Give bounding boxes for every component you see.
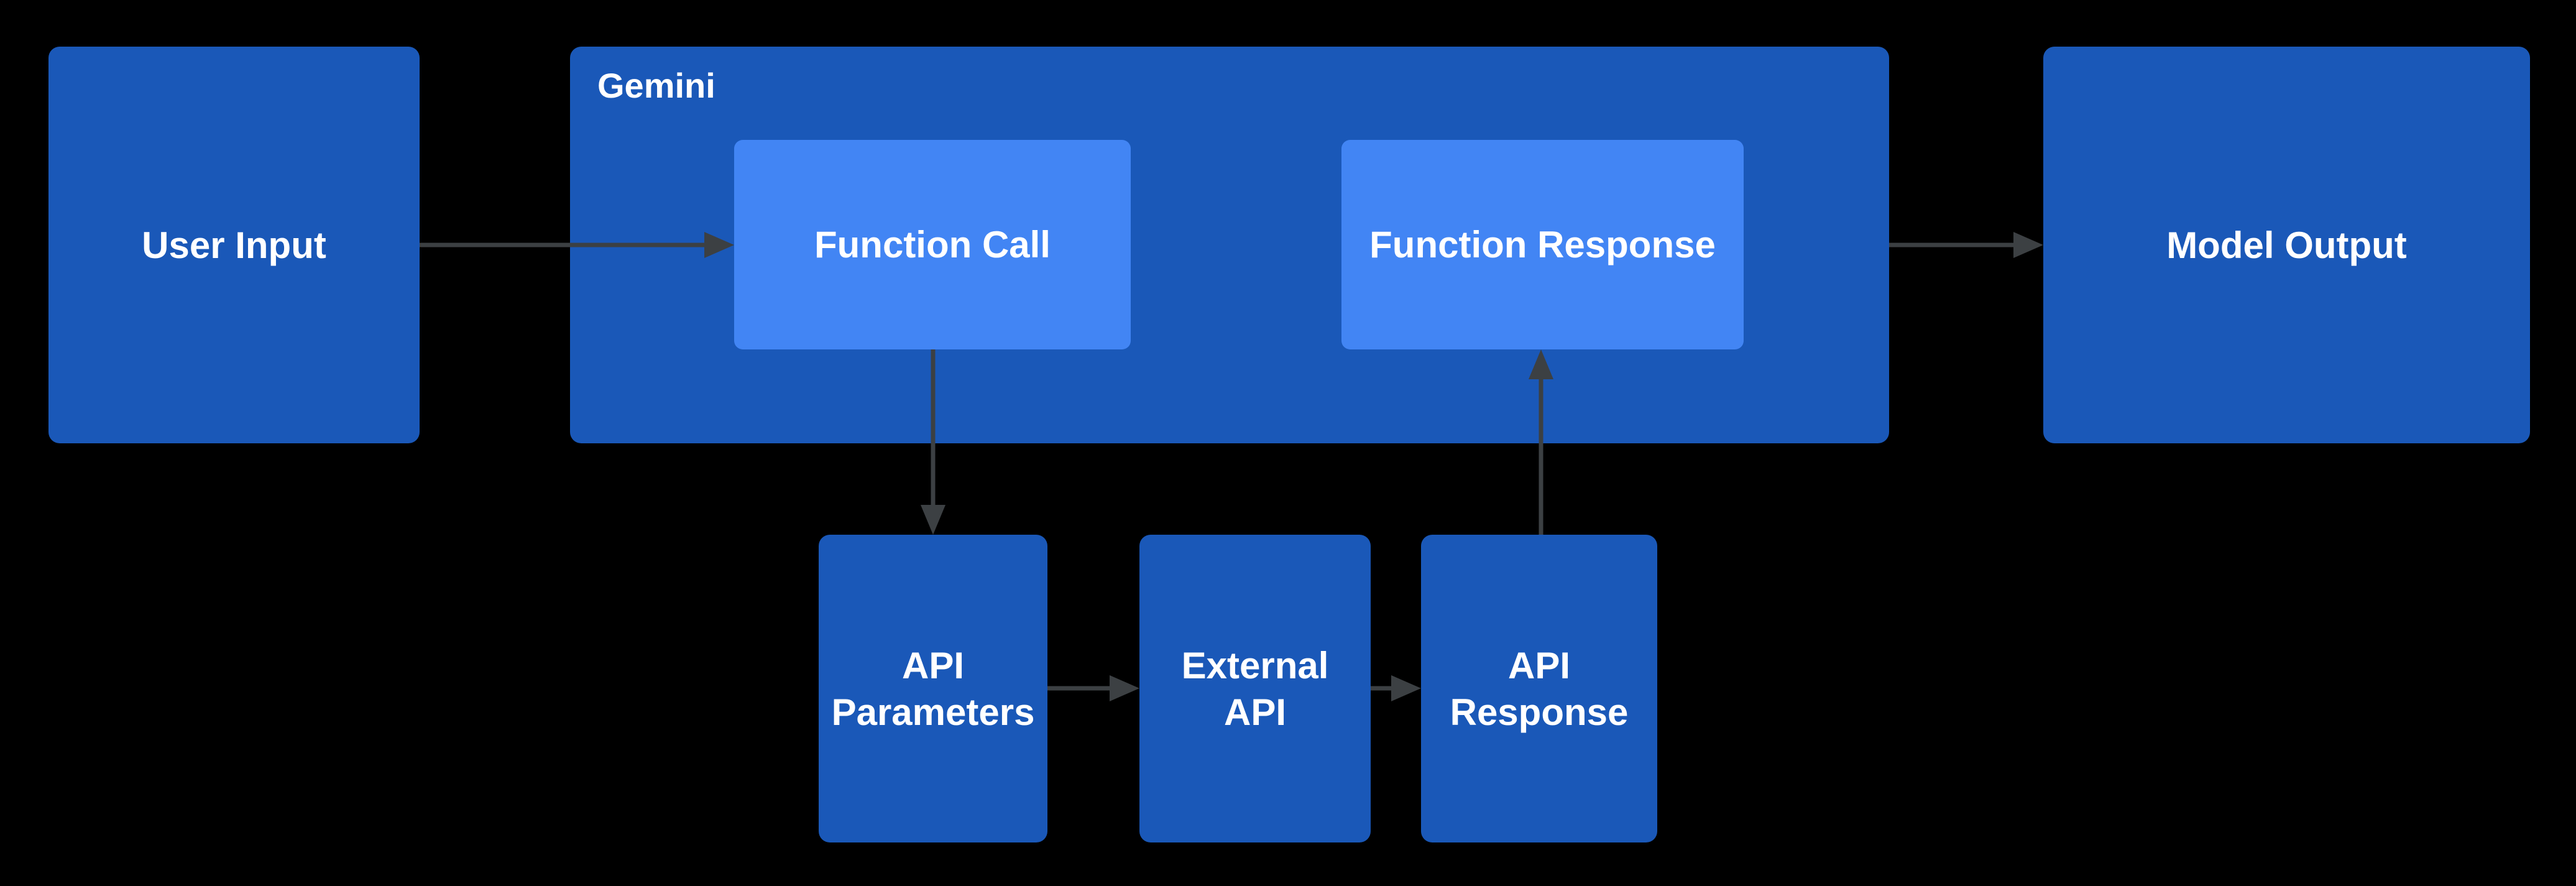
node-function-call-label: Function Call — [814, 224, 1051, 265]
arrow-gemini-to-model-output — [1889, 232, 2043, 258]
node-user-input-label: User Input — [142, 224, 326, 266]
node-api-response-label: API Response — [1450, 644, 1629, 733]
node-function-response: Function Response — [1341, 140, 1744, 349]
node-user-input: User Input — [48, 47, 420, 443]
node-external-api-label: External API — [1181, 644, 1329, 733]
node-api-parameters: API Parameters — [819, 535, 1047, 842]
node-gemini-container: Gemini Function Call Function Response — [570, 47, 1889, 443]
gemini-container-label: Gemini — [597, 66, 715, 105]
node-model-output-label: Model Output — [2166, 224, 2407, 266]
arrow-external-api-to-api-response — [1371, 675, 1421, 701]
node-external-api: External API — [1139, 535, 1371, 842]
node-model-output: Model Output — [2043, 47, 2530, 443]
node-function-call: Function Call — [734, 140, 1131, 349]
node-api-response: API Response — [1421, 535, 1657, 842]
node-function-response-label: Function Response — [1369, 224, 1716, 265]
node-api-parameters-label: API Parameters — [831, 644, 1035, 733]
arrow-api-parameters-to-external-api — [1047, 675, 1139, 701]
